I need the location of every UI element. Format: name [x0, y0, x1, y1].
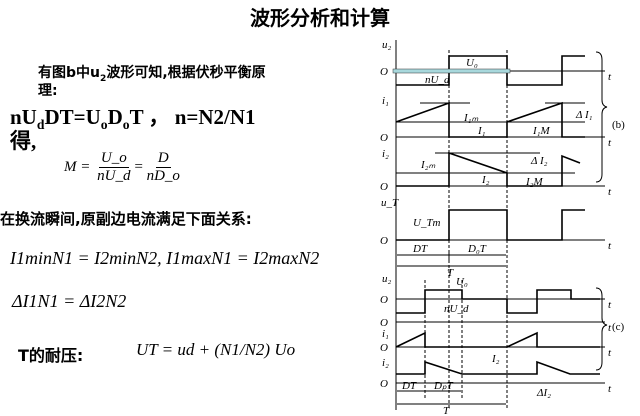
- label-dpt-c: DₚT: [433, 380, 454, 392]
- label-period-c: T: [443, 405, 450, 416]
- label-origin: O: [380, 181, 388, 193]
- page-title: 波形分析和计算: [250, 6, 390, 30]
- label-origin: O: [380, 66, 388, 78]
- numerator: D: [155, 150, 171, 168]
- label-i1: i₁: [382, 95, 389, 107]
- label-dt: DT: [412, 243, 428, 255]
- label-origin: O: [380, 317, 388, 329]
- label-u2-b: u₂: [382, 39, 392, 51]
- text-line-1: 有图b中u2波形可知,根据伏秒平衡原: [38, 62, 266, 84]
- eq-part: DT=U: [44, 105, 101, 129]
- denominator: nU_d: [97, 168, 131, 184]
- label-d0t: D₀T: [467, 243, 487, 255]
- text-part: 有图b中u: [38, 65, 100, 81]
- label-i1-avg: I₁: [477, 125, 486, 137]
- label-nud: nU_d: [425, 74, 450, 86]
- label-utm: U_Tm: [413, 217, 441, 229]
- label-delta-i1: Δ I₁: [575, 109, 593, 121]
- label-t: t: [608, 383, 612, 395]
- eq-part: D: [107, 105, 123, 129]
- equation-volt-second: nUdDT=UoDoT ， n=N2/N1: [10, 101, 256, 133]
- label-dt-c: DT: [401, 380, 417, 392]
- label-t: t: [608, 71, 612, 83]
- numerator: U_o: [98, 150, 129, 168]
- t-voltage-label: T的耐压:: [18, 346, 84, 365]
- eq-sub: o: [100, 117, 108, 133]
- label-i2: i₂: [382, 148, 389, 160]
- equation-current-relation: I1minN1 = I2minN2, I1maxN1 = I2maxN2: [10, 248, 320, 268]
- label-i2-avg: I₂: [481, 174, 490, 186]
- u2-wave-c: [396, 289, 600, 314]
- i2-wave-c: [396, 360, 600, 375]
- label-t: t: [608, 137, 612, 149]
- eq-part: nU: [10, 105, 37, 129]
- label-delta-i2-c: ΔI₂: [536, 387, 551, 399]
- label-i2m: I₂ₘ: [420, 159, 435, 171]
- label-i1m: I₁ₘ: [463, 112, 478, 124]
- denominator: nD_o: [146, 168, 180, 184]
- label-origin: O: [380, 378, 388, 390]
- text-part: 波形可知,根据伏秒平衡原: [106, 65, 266, 81]
- equation-ut: UT = ud + (N1/N2) Uo: [136, 340, 296, 359]
- label-t: t: [608, 240, 612, 252]
- label-i1-c: i₁: [382, 328, 389, 340]
- label-t: t: [608, 186, 612, 198]
- eq-part: T ， n=N2/N1: [129, 105, 256, 129]
- label-u0-c: U₀: [456, 276, 468, 288]
- i1-wave-c: [395, 331, 600, 348]
- formula-lhs: M =: [64, 158, 91, 175]
- label-t: t: [608, 299, 612, 311]
- i2-wave-b: [396, 151, 581, 187]
- label-origin: O: [380, 235, 388, 247]
- text-line-2: 理:: [38, 83, 58, 99]
- label-t: t: [608, 347, 612, 359]
- label-i2-c: i₂: [382, 357, 389, 369]
- label-ut: u_T: [381, 197, 399, 209]
- label-u0: U₀: [466, 57, 478, 69]
- label-nud-c: nU_d: [444, 303, 469, 315]
- label-origin: O: [380, 132, 388, 144]
- label-origin: O: [380, 342, 388, 354]
- label-tag-b: (b): [612, 119, 625, 131]
- eq-sub: o: [122, 117, 130, 133]
- label-i2M: I₂M: [525, 176, 543, 188]
- equation-delta-current: ΔI1N1 = ΔI2N2: [12, 291, 127, 311]
- highlight-bar: [392, 68, 511, 74]
- text-de: 得,: [10, 129, 37, 153]
- text-sub: 2: [100, 73, 107, 84]
- label-i2-c-avg: I₂: [491, 353, 500, 365]
- label-i1M: I₁M: [532, 125, 550, 137]
- i1-wave-b: [395, 101, 585, 138]
- label-u2-c: u₂: [382, 273, 392, 285]
- ut-wave-b: [396, 209, 585, 241]
- label-origin: O: [380, 294, 388, 306]
- label-delta-i2: Δ I₂: [530, 155, 548, 167]
- label-period: T: [447, 267, 454, 279]
- relation-text: 在换流瞬间,原副边电流满足下面关系:: [0, 210, 252, 228]
- eq-sub: d: [36, 117, 45, 133]
- label-t: t: [608, 322, 612, 334]
- label-tag-c: (c): [612, 321, 625, 333]
